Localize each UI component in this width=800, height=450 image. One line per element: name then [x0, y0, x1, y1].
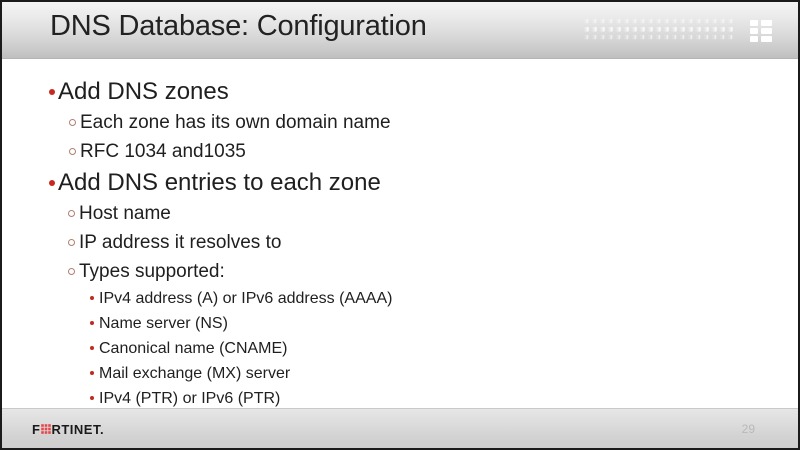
bullet-level3: Name server (NS) — [2, 311, 798, 336]
bullet-level2: Each zone has its own domain name — [2, 108, 798, 137]
bullet-level1: Add DNS zones — [2, 75, 798, 108]
small-dot-icon — [90, 321, 94, 325]
bullet-label: Types supported: — [79, 261, 225, 282]
fortinet-grid-icon — [41, 424, 51, 434]
slide-body: Add DNS zones Each zone has its own doma… — [2, 59, 798, 407]
bullet-label: Add DNS entries to each zone — [58, 169, 381, 196]
bullet-level3: IPv4 (PTR) or IPv6 (PTR) — [2, 386, 798, 411]
small-dot-icon — [90, 371, 94, 375]
logo-text-after: RTINET. — [51, 421, 105, 437]
filled-dot-icon — [49, 180, 55, 186]
bullet-label: Canonical name (CNAME) — [99, 340, 288, 357]
small-dot-icon — [90, 396, 94, 400]
bullet-label: IP address it resolves to — [79, 232, 282, 253]
page-title: DNS Database: Configuration — [50, 10, 427, 42]
slide-header: DNS Database: Configuration — [2, 2, 798, 59]
bullet-level2: RFC 1034 and1035 — [2, 137, 798, 166]
bullet-level2: IP address it resolves to — [2, 228, 798, 257]
bullet-label: Mail exchange (MX) server — [99, 365, 291, 382]
hollow-circle-icon — [68, 268, 75, 275]
bullet-level2: Host name — [2, 199, 798, 228]
bullet-level3: Mail exchange (MX) server — [2, 361, 798, 386]
bullet-label: Each zone has its own domain name — [80, 112, 391, 133]
bullet-level3: IPv4 address (A) or IPv6 address (AAAA) — [2, 286, 798, 311]
bullet-label: Add DNS zones — [58, 78, 229, 105]
bullet-label: RFC 1034 and1035 — [80, 141, 246, 162]
hollow-circle-icon — [68, 210, 75, 217]
filled-dot-icon — [49, 89, 55, 95]
bullet-level2: Types supported: — [2, 257, 798, 286]
small-dot-icon — [90, 296, 94, 300]
hollow-circle-icon — [68, 239, 75, 246]
bullet-label: Host name — [79, 203, 171, 224]
bullet-label: IPv4 address (A) or IPv6 address (AAAA) — [99, 290, 393, 307]
page-number: 29 — [741, 422, 755, 436]
hollow-circle-icon — [69, 119, 76, 126]
bullet-label: Name server (NS) — [99, 315, 228, 332]
small-dot-icon — [90, 346, 94, 350]
hollow-circle-icon — [69, 148, 76, 155]
logo-text-before: F — [32, 421, 41, 437]
bullet-level3: Canonical name (CNAME) — [2, 336, 798, 361]
bullet-label: IPv4 (PTR) or IPv6 (PTR) — [99, 390, 281, 407]
bullet-level1: Add DNS entries to each zone — [2, 166, 798, 199]
dot-grid-decoration — [584, 19, 772, 42]
fortinet-logo: F RTINET. — [32, 421, 104, 437]
slide-footer: F RTINET. 29 — [2, 408, 798, 448]
